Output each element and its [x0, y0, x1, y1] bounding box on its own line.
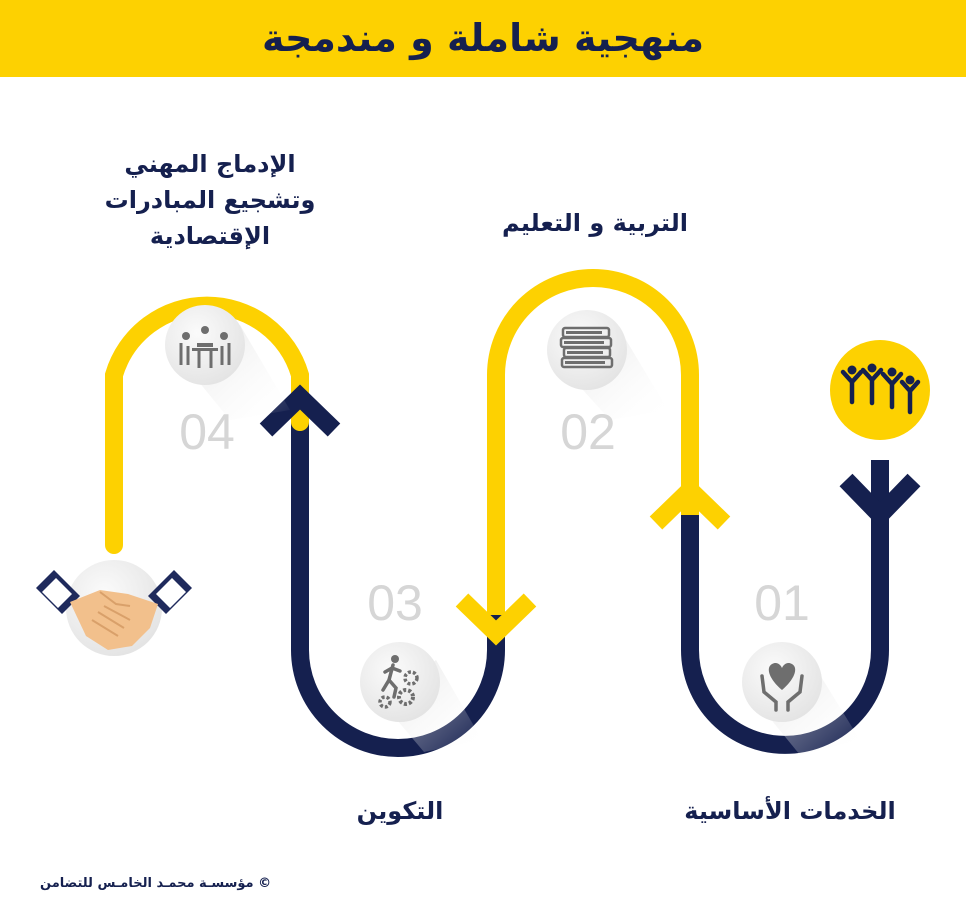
- path-segment-1: [681, 460, 889, 754]
- path-segment-2: [487, 269, 699, 625]
- stage-label-04: الإدماج المهني وتشجيع المبادرات الإقتصاد…: [80, 146, 340, 254]
- stage-label-01: الخدمات الأساسية: [684, 797, 896, 825]
- page-title: منهجية شاملة و مندمجة: [261, 16, 705, 60]
- arrow-up-icon: [259, 384, 341, 437]
- stage-label-02: التربية و التعليم: [502, 209, 688, 237]
- step-number-03: 03: [367, 575, 423, 631]
- step-number-01: 01: [754, 575, 810, 631]
- person-gears-icon: [360, 642, 482, 752]
- arrow-down-icon: [839, 473, 921, 528]
- stage-label-04-line-3: الإقتصادية: [149, 222, 271, 250]
- copyright-footer: © مؤسسـة محمـد الخامـس للتضامن: [40, 876, 272, 891]
- stage-label-04-line-2: وتشجيع المبادرات: [104, 186, 316, 214]
- arrow-up-icon: [649, 477, 731, 530]
- books-icon: [547, 310, 668, 420]
- path-segment-3: [291, 412, 505, 757]
- heart-hands-icon: [742, 642, 860, 755]
- title-banner: [0, 0, 966, 77]
- stage-label-04-line-1: الإدماج المهني: [124, 150, 296, 178]
- stage-label-03: التكوين: [356, 797, 444, 825]
- meeting-icon: [165, 305, 290, 420]
- step-number-04: 04: [179, 404, 235, 460]
- handshake-icon: [36, 560, 192, 656]
- people-group-icon: [830, 340, 930, 440]
- arrow-down-icon: [455, 593, 537, 646]
- step-number-02: 02: [560, 404, 616, 460]
